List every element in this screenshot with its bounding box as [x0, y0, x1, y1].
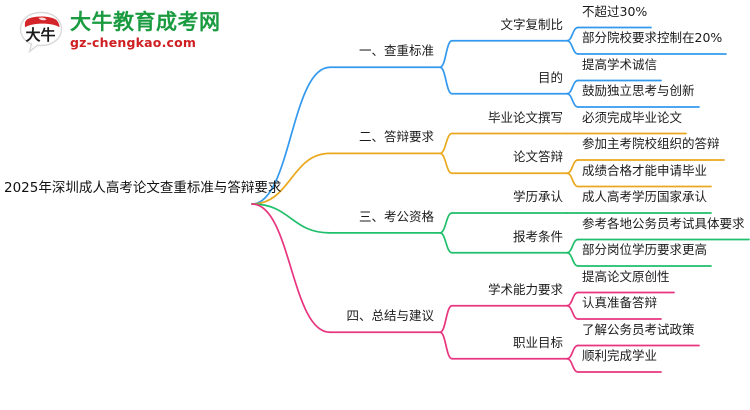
- connector-line: [566, 26, 579, 42]
- connector-line: [251, 203, 331, 234]
- connector-line: [439, 212, 453, 234]
- connector-line: [439, 132, 453, 155]
- leaf-node-label[interactable]: 必须完成毕业论文: [582, 109, 683, 125]
- connector-line: [439, 304, 453, 334]
- site-logo[interactable]: 大牛 大牛教育成考网 gz-chengkao.com: [18, 8, 258, 58]
- branch-label[interactable]: 四、总结与建议: [346, 308, 434, 324]
- connector-line: [566, 238, 579, 254]
- sub-branch-label[interactable]: 学历承认: [512, 189, 563, 204]
- connector-line: [251, 152, 331, 205]
- connector-line: [566, 172, 579, 188]
- logo-name-cn: 大牛教育成考网: [70, 10, 221, 34]
- leaf-node-label[interactable]: 部分院校要求控制在20%: [582, 30, 723, 45]
- leaf-node-label[interactable]: 参加主考院校组织的答辩: [582, 136, 720, 151]
- connector-line: [566, 291, 579, 307]
- sub-branch-label[interactable]: 目的: [537, 69, 563, 85]
- branch-label[interactable]: 三、考公资格: [358, 208, 434, 224]
- connector-line: [566, 304, 579, 320]
- leaf-node-label[interactable]: 提高论文原创性: [582, 268, 670, 284]
- logo-name-en: gz-chengkao.com: [70, 35, 197, 50]
- svg-text:大牛: 大牛: [25, 26, 55, 44]
- branch-label[interactable]: 二、答辩要求: [358, 129, 434, 145]
- leaf-node-label[interactable]: 成绩合格才能申请毕业: [582, 162, 708, 178]
- connector-line: [566, 39, 579, 55]
- leaf-node-label[interactable]: 部分岗位学历要求更高: [582, 242, 708, 257]
- connector-line: [566, 357, 579, 373]
- connector-line: [566, 344, 579, 360]
- connector-line: [439, 232, 453, 254]
- sub-branch-label[interactable]: 论文答辩: [512, 149, 563, 165]
- leaf-node-label[interactable]: 鼓励独立思考与创新: [582, 83, 695, 98]
- connector-line: [251, 203, 331, 334]
- sub-branch-label[interactable]: 职业目标: [512, 334, 563, 350]
- root-node-label[interactable]: 2025年深圳成人高考论文查重标准与答辩要求: [4, 180, 282, 196]
- leaf-node-label[interactable]: 顺利完成学业: [582, 348, 658, 363]
- connector-line: [566, 159, 579, 175]
- connector-line: [566, 79, 579, 95]
- connector-line: [439, 39, 453, 69]
- leaf-node-label[interactable]: 成人高考学历国家承认: [582, 189, 708, 204]
- leaf-node-label[interactable]: 认真准备答辩: [582, 295, 658, 310]
- leaf-node-label[interactable]: 参考各地公务员考试具体要求: [582, 215, 745, 231]
- sub-branch-label[interactable]: 毕业论文撰写: [487, 109, 563, 125]
- leaf-node-label[interactable]: 不超过30%: [582, 3, 648, 19]
- sub-branch-label[interactable]: 文字复制比: [500, 16, 563, 32]
- leaf-node-label[interactable]: 提高学术诚信: [582, 56, 658, 72]
- leaf-node-label[interactable]: 了解公务员考试政策: [582, 321, 695, 337]
- connector-line: [566, 251, 579, 267]
- logo-mark-icon: 大牛: [19, 11, 63, 54]
- connector-line: [566, 92, 579, 108]
- connector-line: [439, 152, 453, 175]
- sub-branch-label[interactable]: 学术能力要求: [487, 281, 563, 297]
- branch-label[interactable]: 一、查重标准: [358, 43, 434, 59]
- connector-line: [439, 66, 453, 95]
- sub-branch-label[interactable]: 报考条件: [512, 228, 563, 244]
- connector-line: [439, 331, 453, 360]
